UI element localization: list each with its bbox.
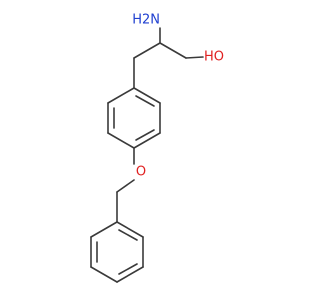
bond-ring1-6 (107, 87, 135, 104)
bond-ring1-double-b (135, 129, 155, 141)
bond-ring1-3 (133, 132, 161, 149)
bond-ring1-1 (133, 87, 161, 104)
atom-labels: H2N HO O (132, 13, 224, 180)
bond-c-alpha-ch2 (133, 42, 161, 59)
bond-c-alpha-ch2oh (159, 42, 187, 59)
structure-canvas: H2N HO O (90, 13, 224, 283)
bond-ring1-4 (107, 132, 135, 149)
bond-ring2-6 (90, 221, 118, 238)
bond-ring2-4 (90, 266, 118, 283)
amine-label: H2N (132, 13, 160, 28)
bond-ring2-1 (116, 221, 144, 238)
bond-layer (90, 27, 204, 283)
bond-ch2-o-hydroxyl (185, 56, 204, 59)
bond-ring2-double-a (118, 229, 138, 241)
bond-ring1-double-a (135, 95, 155, 107)
hydroxyl-label: HO (204, 50, 224, 65)
bond-ring2-3 (116, 266, 144, 283)
bond-ring2-double-b (118, 263, 138, 275)
ether-oxygen-label: O (136, 165, 146, 180)
bond-o-ch2-benzyl (116, 179, 135, 193)
